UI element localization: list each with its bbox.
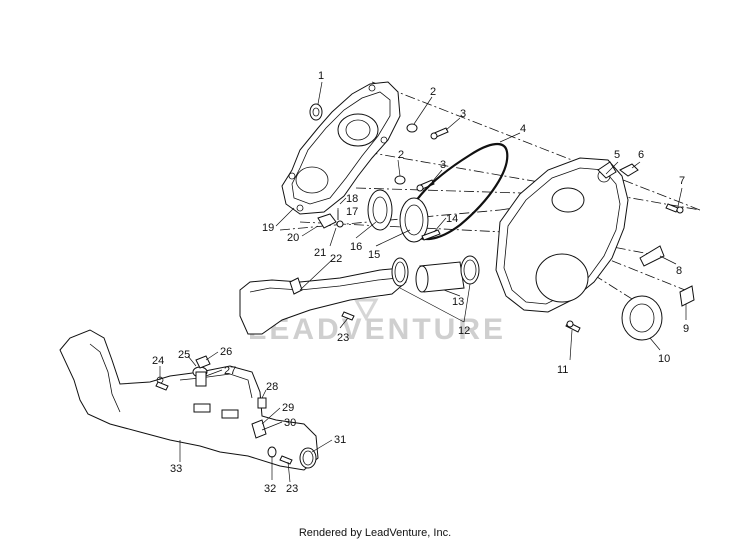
callout-32: 32	[264, 483, 276, 495]
inner-clutch-cover	[281, 81, 401, 215]
seal-ring-10	[621, 295, 663, 341]
screw-23-lower	[279, 455, 293, 465]
screw-7	[665, 203, 684, 214]
callout-18: 18	[346, 193, 358, 205]
callout-20: 20	[287, 232, 299, 244]
callout-29: 29	[282, 402, 294, 414]
callout-13: 13	[452, 296, 464, 308]
callout-21: 21	[314, 247, 326, 259]
screw-11	[565, 320, 581, 333]
leader-lines	[159, 81, 687, 483]
callout-2a: 2	[430, 86, 436, 98]
callout-5: 5	[614, 149, 620, 161]
callout-12: 12	[458, 325, 470, 337]
callout-24: 24	[152, 355, 164, 367]
screw-upper	[430, 127, 449, 140]
callout-14: 14	[446, 213, 458, 225]
clamp-31	[299, 447, 317, 469]
callout-30: 30	[284, 417, 296, 429]
screw-24	[155, 381, 169, 391]
screw-23-upper	[341, 311, 355, 321]
callout-7: 7	[679, 175, 685, 187]
seal-16	[367, 189, 393, 231]
clip-29-30	[251, 419, 267, 439]
intake-duct	[239, 267, 407, 335]
callout-1: 1	[318, 70, 324, 82]
callout-23b: 23	[286, 483, 298, 495]
washer-lower	[394, 175, 406, 185]
callout-27: 27	[224, 365, 236, 377]
clamp-12b	[460, 255, 480, 285]
callout-3b: 3	[440, 159, 446, 171]
callout-33: 33	[170, 463, 182, 475]
callout-25: 25	[178, 349, 190, 361]
seal-15	[399, 197, 429, 243]
callout-labels: 1 2 2 3 3 4 5 6 7 8 9 10 11 12 13 14 15 …	[152, 70, 689, 495]
callout-31: 31	[334, 434, 346, 446]
gasket-ring	[309, 103, 323, 121]
callout-11: 11	[557, 364, 568, 376]
nut-32	[267, 446, 277, 458]
washer-upper	[406, 123, 418, 133]
callout-2b: 2	[398, 149, 404, 161]
decal-9	[679, 285, 695, 307]
spacer-27	[195, 371, 207, 387]
callout-8: 8	[676, 265, 682, 277]
callout-6: 6	[638, 149, 644, 161]
lower-duct-33	[59, 329, 319, 471]
cap-26	[195, 355, 211, 369]
screw-14	[421, 229, 441, 241]
callout-26: 26	[220, 346, 232, 358]
plug-28	[257, 397, 267, 409]
callout-15: 15	[368, 249, 380, 261]
callout-17: 17	[346, 206, 358, 218]
callout-19: 19	[262, 222, 274, 234]
callout-23a: 23	[337, 332, 349, 344]
callout-16: 16	[350, 241, 362, 253]
watermark-text: LEADVENTURE	[248, 313, 506, 346]
drive-belt	[407, 143, 509, 241]
render-credit: Rendered by LeadVenture, Inc.	[299, 527, 451, 539]
callout-3a: 3	[460, 108, 466, 120]
boot-tube	[415, 261, 465, 293]
outer-clutch-cover	[495, 157, 629, 313]
callout-9: 9	[683, 323, 689, 335]
screw-lower	[416, 179, 435, 192]
callout-10: 10	[658, 353, 670, 365]
callout-22: 22	[330, 253, 342, 265]
callout-28: 28	[266, 381, 278, 393]
watermark-logo: LEADVENTURE	[248, 298, 506, 346]
callout-4: 4	[520, 123, 526, 135]
decal-8	[639, 245, 665, 267]
clamp-12a	[391, 257, 409, 287]
